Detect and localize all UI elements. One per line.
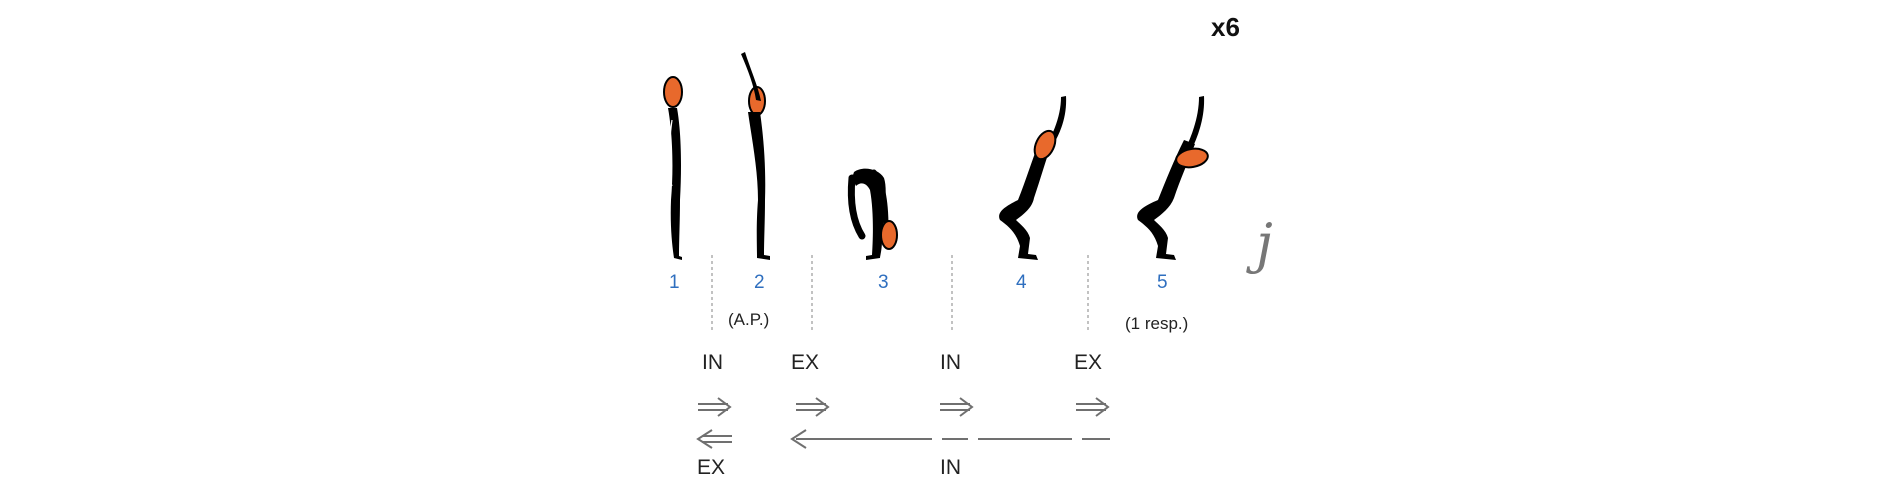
step-note-ap: (A.P.) (728, 310, 770, 329)
arrow-ex-back (696, 429, 732, 449)
step-number-5: 5 (1157, 272, 1168, 293)
breath-in-1: IN (702, 351, 723, 374)
figure-1-head (663, 76, 683, 108)
figure-5-head (1175, 147, 1209, 169)
figure-1-arm (668, 119, 673, 187)
arrow-in-long-back (790, 429, 1110, 449)
step-number-1: 1 (669, 272, 680, 293)
arrow-ex-1 (796, 397, 830, 417)
arrow-in-2 (940, 397, 974, 417)
figure-3-forward-fold (847, 168, 898, 260)
repeat-count: x6 (1211, 12, 1240, 42)
breath-ex-1: EX (791, 351, 820, 374)
figure-4-chair-pose (999, 96, 1067, 260)
figure-3-legs (847, 174, 866, 240)
breath-ex-back: EX (697, 456, 726, 479)
figure-5-chair-pose (1137, 96, 1209, 260)
figure-4-arm (1048, 96, 1067, 145)
figure-5-body (1137, 140, 1195, 260)
figure-3-head (880, 220, 898, 250)
step-number-4: 4 (1016, 272, 1027, 293)
arrow-ex-2 (1076, 397, 1110, 417)
figure-2-arms-raised (741, 52, 770, 260)
breath-in-back: IN (940, 456, 961, 479)
breath-arrows (696, 397, 1110, 449)
figure-3-body (852, 168, 886, 260)
breath-in-2: IN (940, 351, 961, 374)
breath-ex-2: EX (1074, 351, 1103, 374)
figure-4-body (999, 140, 1052, 260)
arrow-in-1 (698, 397, 732, 417)
figure-5-arm (1185, 96, 1205, 153)
step-note-1-resp: (1 resp.) (1125, 314, 1189, 333)
figure-4-head (1033, 129, 1057, 161)
step-number-3: 3 (878, 272, 889, 293)
figure-2-arm (741, 52, 761, 101)
figure-2-body (748, 112, 770, 260)
end-mark: j (1256, 212, 1273, 275)
figure-1-body (668, 108, 682, 260)
step-number-2: 2 (754, 272, 765, 293)
figure-1-standing (663, 76, 683, 260)
step-dividers (711, 255, 1089, 330)
